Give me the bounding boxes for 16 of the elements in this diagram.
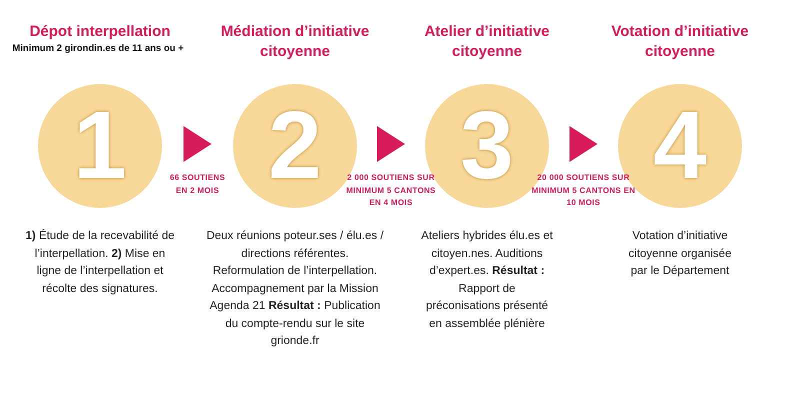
step-description: 1) Étude de la recevabilité de l’interpellation. 2) Mise en ligne de l’interpellation et récolte des signatures. bbox=[25, 228, 175, 296]
step-number-circle: 1 bbox=[38, 84, 162, 208]
edge-label: 2 000 SOUTIENS SUR MINIMUM 5 CANTONS EN 4 MOIS bbox=[345, 172, 437, 209]
step-description: Ateliers hybrides élu.es et citoyen.nes. Auditions d’expert.es. Résultat : Rapport de préconisations présenté en assemblée plénière bbox=[421, 229, 553, 332]
step-title: Atelier d’initiative citoyenne bbox=[423, 22, 551, 62]
step-title: Médiation d’initiative citoyenne bbox=[220, 22, 370, 62]
step-description: Deux réunions poteur.ses / élu.es / directions référentes. Reformulation de l’interpellation. Accompagnement par la Mission Agenda 21 Résultat : Publication du compte-rendu sur le site grionde.fr bbox=[205, 229, 385, 349]
step-description: Votation d’initiative citoyenne organisée par le Département bbox=[628, 229, 732, 279]
edge-label: 66 SOUTIENS EN 2 MOIS bbox=[168, 172, 226, 196]
edge-label: 20 000 SOUTIENS SUR MINIMUM 5 CANTONS EN 10 MOIS bbox=[530, 172, 636, 209]
step-title: Votation d’initiative citoyenne bbox=[610, 22, 750, 62]
step-title: Dépot interpellation bbox=[28, 22, 172, 42]
step-subtitle: Minimum 2 girondin.es de 11 ans ou + bbox=[11, 42, 185, 56]
arrow bbox=[570, 126, 598, 162]
arrow bbox=[377, 126, 405, 162]
arrow bbox=[184, 126, 212, 162]
